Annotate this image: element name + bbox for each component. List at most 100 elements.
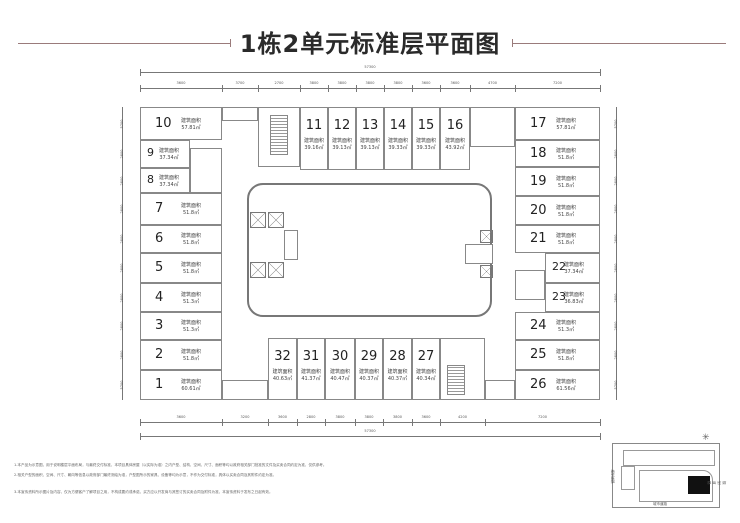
dim-row-top-label: 4700	[488, 81, 497, 85]
dim-row-bottom-label: 4200	[458, 415, 467, 419]
dim-tick	[412, 419, 413, 426]
area-value: 37.34㎡	[564, 269, 584, 275]
area-label: 建筑面积	[415, 138, 436, 144]
unit-number: 20	[530, 202, 547, 218]
dim-row-top-label: 3600	[450, 81, 460, 85]
dim-row-bottom-label: 3800	[335, 415, 345, 419]
note-2: 2.相关户型的面积、空间、尺寸、朝向等信息以政府部门最终测绘为准，户型图所示的家…	[14, 473, 277, 477]
dim-row-top-label: 3800	[337, 81, 347, 85]
area-value: 40.63㎡	[272, 376, 293, 382]
dim-tick	[268, 419, 269, 426]
unit-number: 6	[155, 231, 164, 246]
dim-total-top	[140, 72, 600, 73]
dim-tick	[600, 85, 601, 92]
unit-number: 30	[331, 349, 349, 364]
area-label: 建筑面积	[387, 138, 408, 144]
elevator-3	[250, 262, 266, 278]
dim-col-right-label: 2800	[614, 149, 618, 159]
area-label: 建筑面积	[181, 262, 202, 268]
title-divider-tick	[512, 39, 513, 47]
corridor-room-bottom-right	[485, 380, 515, 400]
dim-row-bottom-label: 3200	[240, 415, 250, 419]
area-label: 建筑面积	[329, 369, 350, 375]
dim-col-left-label: 2800	[120, 293, 124, 302]
dim-row-bottom	[140, 422, 600, 423]
note-3: 3.本宣传资料所示图片及内容，仅为方便客户了解项目之用，不构成要约或承诺，买方应…	[14, 490, 273, 494]
elevator-6	[480, 265, 493, 278]
service-room-right	[515, 270, 545, 300]
area-value: 43.92㎡	[445, 145, 465, 151]
unit-number: 17	[530, 115, 547, 131]
unit-number: 4	[155, 289, 164, 305]
dim-row-top-label: 3800	[393, 81, 403, 85]
area-value: 40.37㎡	[359, 376, 379, 382]
area-value: 51.3㎡	[557, 327, 575, 333]
area-value: 51.8㎡	[182, 240, 200, 246]
unit-number: 5	[155, 260, 164, 275]
unit-number: 16	[446, 118, 464, 133]
corridor-room-top-left	[222, 107, 258, 121]
area-label: 建筑面积	[181, 349, 202, 355]
unit-number: 18	[530, 145, 547, 161]
area-value: 39.16㎡	[304, 145, 324, 151]
unit-number: 32	[274, 349, 291, 364]
dim-tick	[222, 419, 223, 426]
compass-icon: ✳	[702, 433, 710, 443]
area-label: 建筑面积	[359, 138, 380, 144]
site-building-row	[623, 450, 715, 466]
dim-col-right	[616, 107, 617, 400]
area-value: 51.3㎡	[182, 298, 200, 305]
area-label: 建筑面积	[556, 147, 577, 154]
dim-col-right-label: 2800	[614, 234, 618, 244]
dim-row-top-label: 3800	[309, 81, 319, 85]
site-road-bottom: 城市道路	[653, 502, 667, 506]
dim-tick	[384, 85, 385, 92]
area-label: 建筑面积	[556, 175, 577, 182]
area-label: 建筑面积	[556, 349, 577, 355]
dim-col-left-label: 2800	[120, 321, 124, 331]
dim-tick	[440, 419, 441, 426]
dim-tick	[600, 433, 601, 440]
dim-row-top-label: 7200	[553, 81, 562, 85]
elevator-lobby-left	[284, 230, 298, 260]
dim-total-bottom	[140, 436, 600, 437]
unit-number: 13	[361, 118, 379, 133]
area-label: 建筑面积	[159, 148, 180, 154]
corridor-room-top-right	[470, 107, 515, 147]
unit-number: 14	[389, 118, 407, 133]
dim-tick	[300, 85, 301, 92]
area-label: 建筑面积	[331, 138, 352, 144]
area-value: 39.33㎡	[416, 145, 436, 151]
dim-row-top-label: 3700	[235, 81, 245, 85]
dim-col-right-label: 5700	[614, 380, 618, 390]
area-label: 建筑面积	[387, 369, 408, 375]
current-building-highlight	[688, 476, 710, 494]
area-value: 41.37㎡	[301, 376, 321, 382]
dim-col-right-label: 2800	[614, 321, 618, 331]
dim-tick	[297, 419, 298, 426]
